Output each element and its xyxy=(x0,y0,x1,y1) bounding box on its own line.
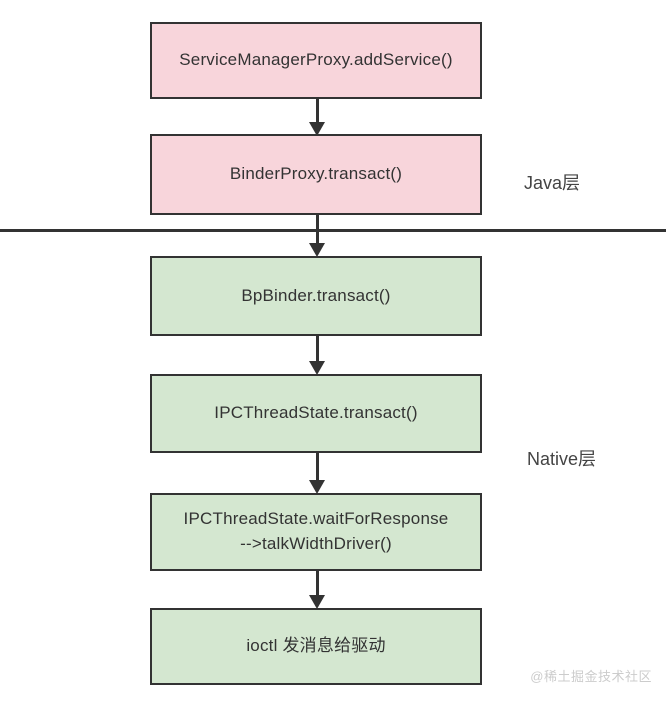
arrow-head xyxy=(309,595,325,609)
arrow-stem xyxy=(315,336,319,364)
arrow-stem xyxy=(315,571,319,598)
arrow-down-icon xyxy=(309,215,325,257)
arrow-down-icon xyxy=(309,336,325,375)
arrow-head xyxy=(309,243,325,257)
flow-node-ioctl-send-to-driver: ioctl 发消息给驱动 xyxy=(150,608,482,685)
flow-node-label: IPCThreadState.transact() xyxy=(214,403,418,423)
arrow-stem xyxy=(315,99,319,125)
java-layer-label: Java层 xyxy=(524,173,581,193)
flow-node-ipcthreadstate-transact: IPCThreadState.transact() xyxy=(150,374,482,453)
arrow-stem xyxy=(315,215,319,246)
flow-node-label: ServiceManagerProxy.addService() xyxy=(179,50,453,70)
flow-node-bpbinder-transact: BpBinder.transact() xyxy=(150,256,482,336)
layer-divider xyxy=(0,229,666,232)
arrow-down-icon xyxy=(309,99,325,136)
watermark: @稀土掘金技术社区 xyxy=(530,669,652,684)
arrow-head xyxy=(309,480,325,494)
flow-node-ipcthreadstate-waitforresponse: IPCThreadState.waitForResponse -->talkWi… xyxy=(150,493,482,571)
flow-node-servicemanagerproxy-addservice: ServiceManagerProxy.addService() xyxy=(150,22,482,99)
flow-node-label: IPCThreadState.waitForResponse -->talkWi… xyxy=(183,509,449,553)
arrow-down-icon xyxy=(309,571,325,609)
arrow-head xyxy=(309,361,325,375)
flow-node-label: BpBinder.transact() xyxy=(241,285,391,305)
arrow-stem xyxy=(315,453,319,483)
flow-node-binderproxy-transact: BinderProxy.transact() xyxy=(150,134,482,215)
flow-node-label: ioctl 发消息给驱动 xyxy=(246,636,386,656)
native-layer-label: Native层 xyxy=(527,449,597,469)
flow-node-label: BinderProxy.transact() xyxy=(229,164,403,184)
arrow-head xyxy=(309,122,325,136)
arrow-down-icon xyxy=(309,453,325,494)
